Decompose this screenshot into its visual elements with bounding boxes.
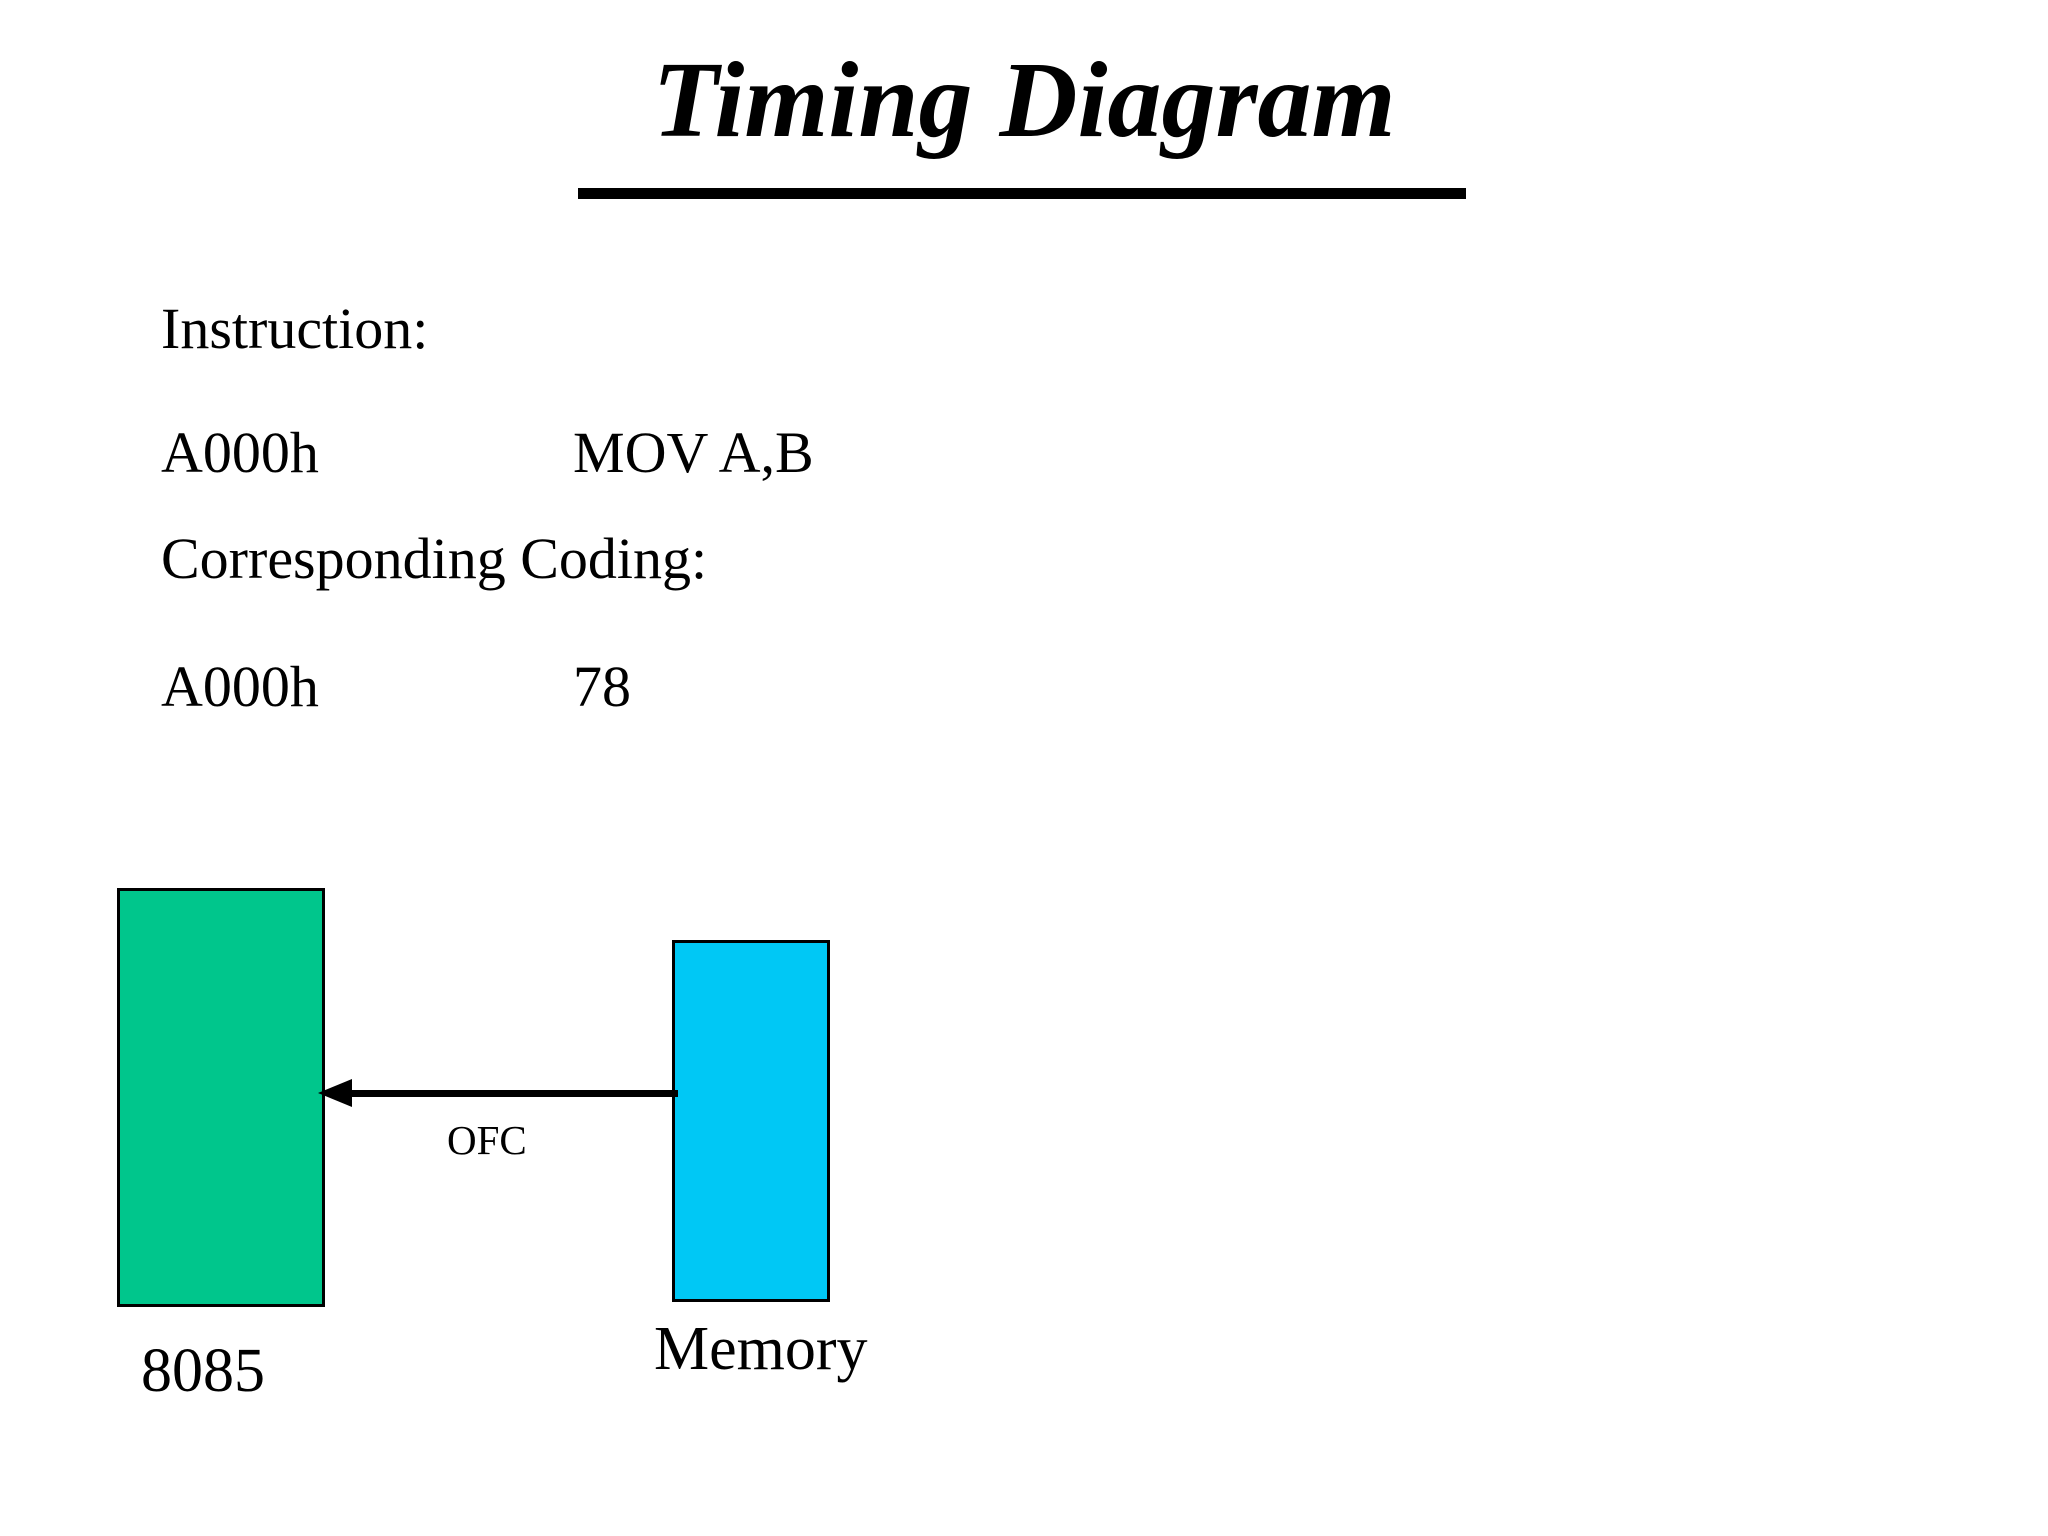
page-title: Timing Diagram (652, 41, 1396, 160)
instruction-row: A000h MOV A,B (103, 366, 814, 540)
instruction-heading: Instruction: (103, 242, 428, 416)
coding-heading: Corresponding Coding: (103, 472, 707, 646)
coding-heading-text: Corresponding Coding: (161, 526, 708, 591)
cpu-block-label: 8085 (141, 1337, 265, 1405)
instruction-heading-text: Instruction: (161, 296, 429, 361)
ofc-arrow (318, 1076, 678, 1116)
memory-block-label: Memory (654, 1315, 868, 1383)
instruction-mnemonic: MOV A,B (573, 420, 814, 485)
memory-block-shape (672, 940, 830, 1302)
instruction-address: A000h (161, 420, 319, 485)
coding-opcode: 78 (573, 654, 631, 719)
coding-row: A000h 78 (103, 600, 631, 774)
title-underline (578, 188, 1466, 199)
arrow-left-icon (318, 1079, 352, 1107)
cpu-block-shape (117, 888, 325, 1307)
ofc-label: OFC (447, 1117, 527, 1163)
coding-address: A000h (161, 654, 319, 719)
title-block: Timing Diagram (0, 41, 2048, 160)
arrow-line-icon (340, 1090, 678, 1097)
